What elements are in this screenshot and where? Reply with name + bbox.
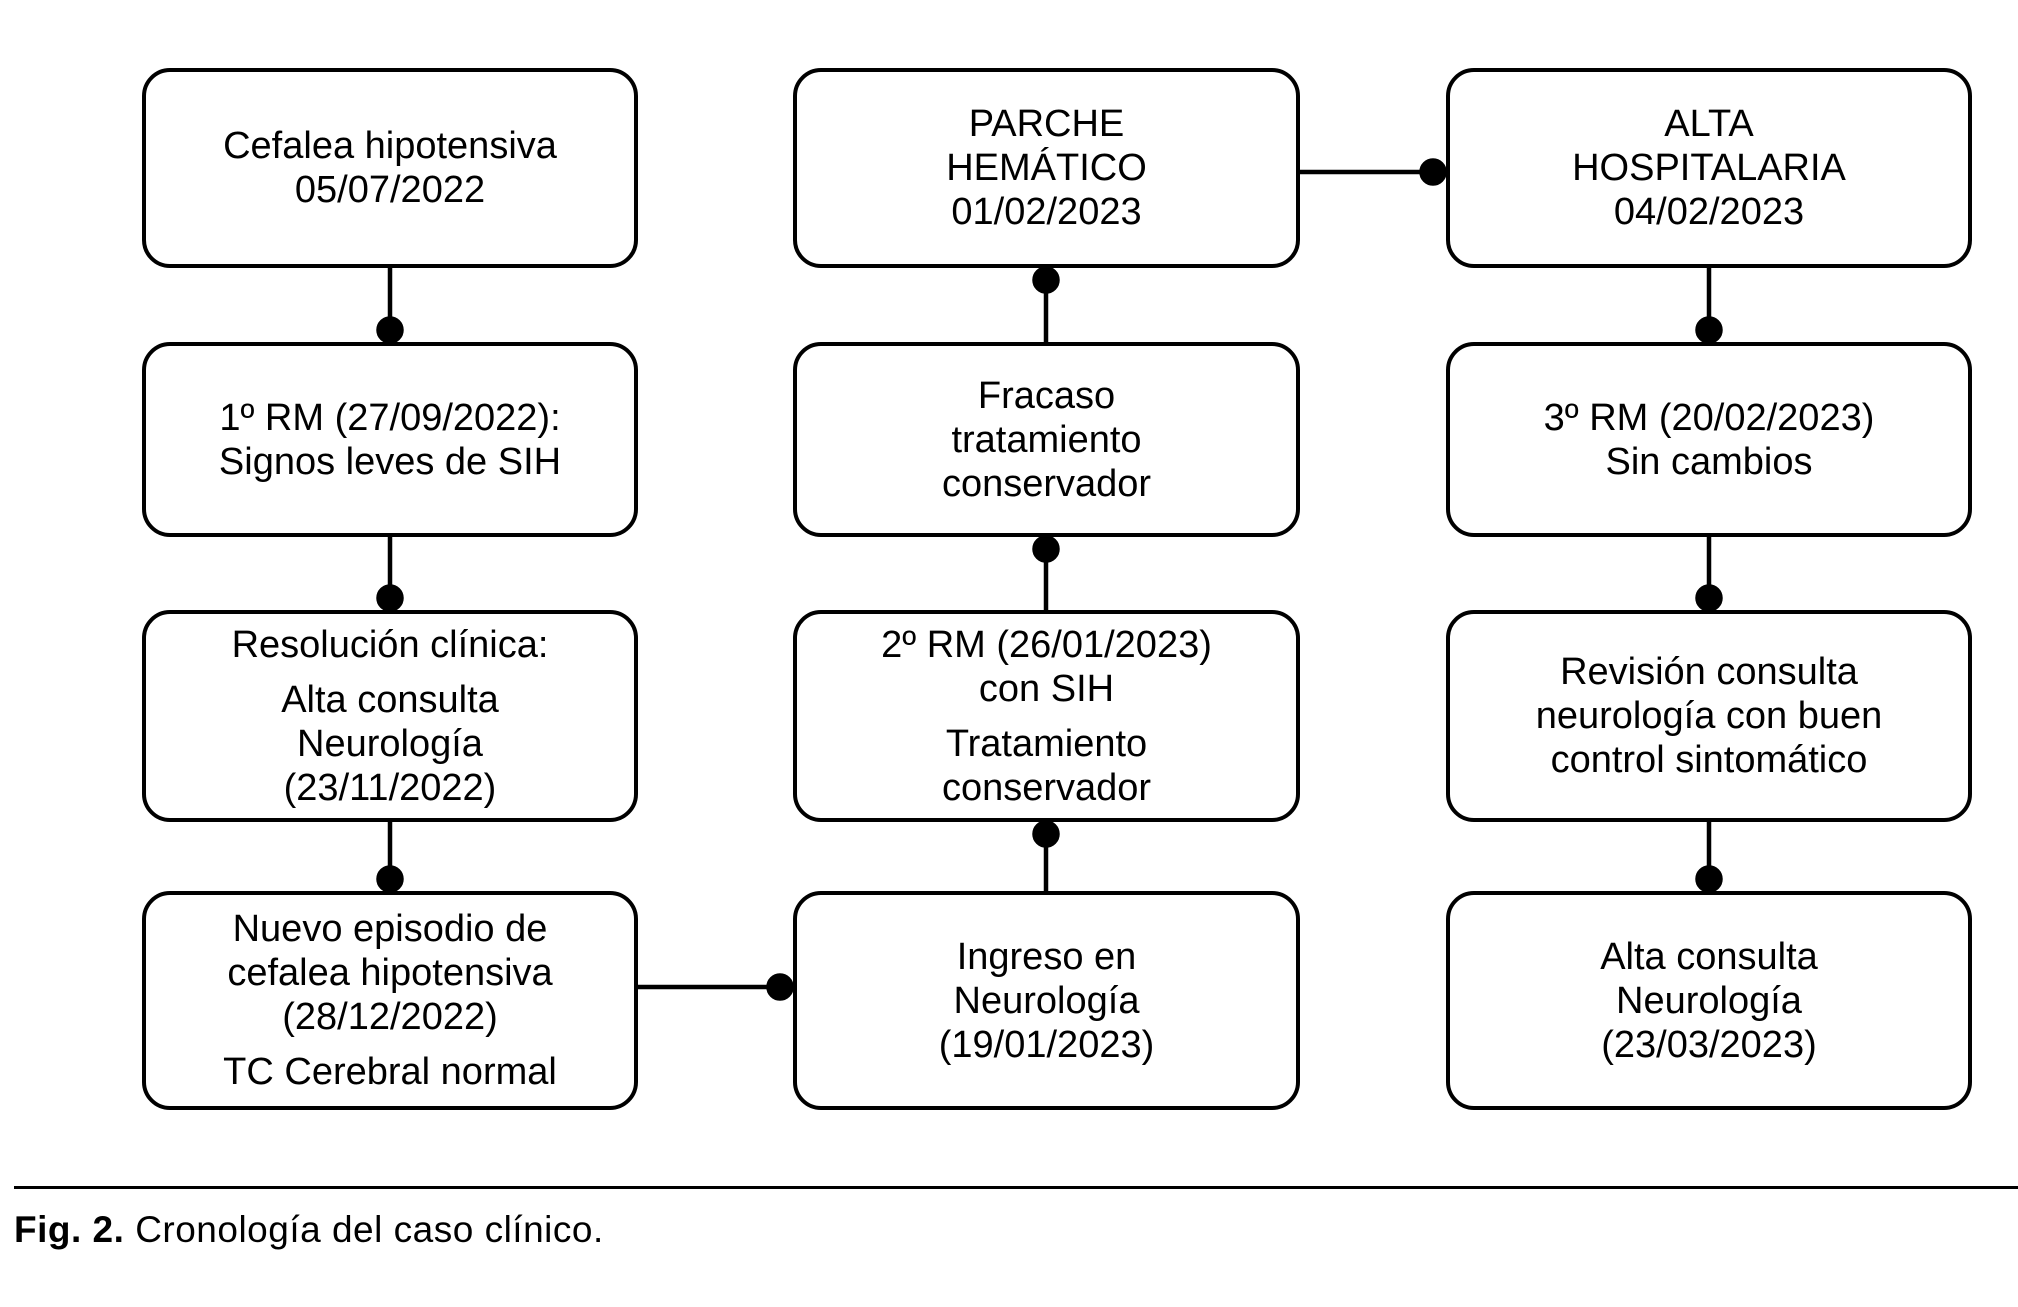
connector-dot [1419, 158, 1447, 186]
box-text: Tratamiento conservador [941, 722, 1152, 809]
connector-dot [1695, 584, 1723, 612]
box-text: Revisión consulta neurología con buen co… [1535, 651, 1883, 781]
flow-box-alta-consulta: Alta consulta Neurología (23/03/2023) [1446, 891, 1972, 1110]
flow-box-resolucion-clinica: Resolución clínica: Alta consulta Neurol… [142, 610, 638, 822]
connector-dot [376, 865, 404, 893]
box-text: 1º RM (27/09/2022): Signos leves de SIH [218, 396, 562, 483]
connector-dot [376, 316, 404, 344]
flow-box-tercera-rm: 3º RM (20/02/2023) Sin cambios [1446, 342, 1972, 537]
connector-dot [1032, 820, 1060, 848]
flow-box-primera-rm: 1º RM (27/09/2022): Signos leves de SIH [142, 342, 638, 537]
flow-box-alta-hospitalaria: ALTA HOSPITALARIA 04/02/2023 [1446, 68, 1972, 268]
figure-caption: Fig. 2. Cronología del caso clínico. [14, 1208, 604, 1252]
box-text: Ingreso en Neurología (19/01/2023) [938, 935, 1155, 1066]
box-text: TC Cerebral normal [223, 1051, 557, 1093]
box-text: Resolución clínica: [231, 623, 549, 666]
figure-caption-label: Fig. 2. [14, 1209, 125, 1250]
box-text: ALTA HOSPITALARIA 04/02/2023 [1572, 103, 1846, 233]
connector-dot [1695, 865, 1723, 893]
box-text: Cefalea hipotensiva 05/07/2022 [223, 125, 557, 211]
connector-dot [1032, 266, 1060, 294]
box-text: Alta consulta Neurología (23/11/2022) [281, 678, 499, 809]
flow-box-fracaso-tratamiento: Fracaso tratamiento conservador [793, 342, 1300, 537]
flow-box-revision-consulta: Revisión consulta neurología con buen co… [1446, 610, 1972, 822]
connector-dot [376, 584, 404, 612]
flow-box-nuevo-episodio: Nuevo episodio de cefalea hipotensiva (2… [142, 891, 638, 1110]
connector-dot [1032, 535, 1060, 563]
box-text: Alta consulta Neurología (23/03/2023) [1600, 935, 1818, 1066]
box-text: Nuevo episodio de cefalea hipotensiva (2… [227, 908, 553, 1038]
flow-box-segunda-rm: 2º RM (26/01/2023) con SIH Tratamiento c… [793, 610, 1300, 822]
box-text: PARCHE HEMÁTICO 01/02/2023 [946, 103, 1147, 233]
box-text: 2º RM (26/01/2023) con SIH [881, 623, 1212, 710]
connector-dot [766, 973, 794, 1001]
connector-dot [1695, 316, 1723, 344]
flow-box-parche-hematico: PARCHE HEMÁTICO 01/02/2023 [793, 68, 1300, 268]
box-text: 3º RM (20/02/2023) Sin cambios [1543, 396, 1875, 483]
flow-box-cefalea-hipotensiva: Cefalea hipotensiva 05/07/2022 [142, 68, 638, 268]
caption-divider [14, 1186, 2018, 1189]
flow-box-ingreso-neurologia: Ingreso en Neurología (19/01/2023) [793, 891, 1300, 1110]
figure-caption-text: Cronología del caso clínico. [135, 1209, 604, 1250]
box-text: Fracaso tratamiento conservador [941, 374, 1152, 505]
